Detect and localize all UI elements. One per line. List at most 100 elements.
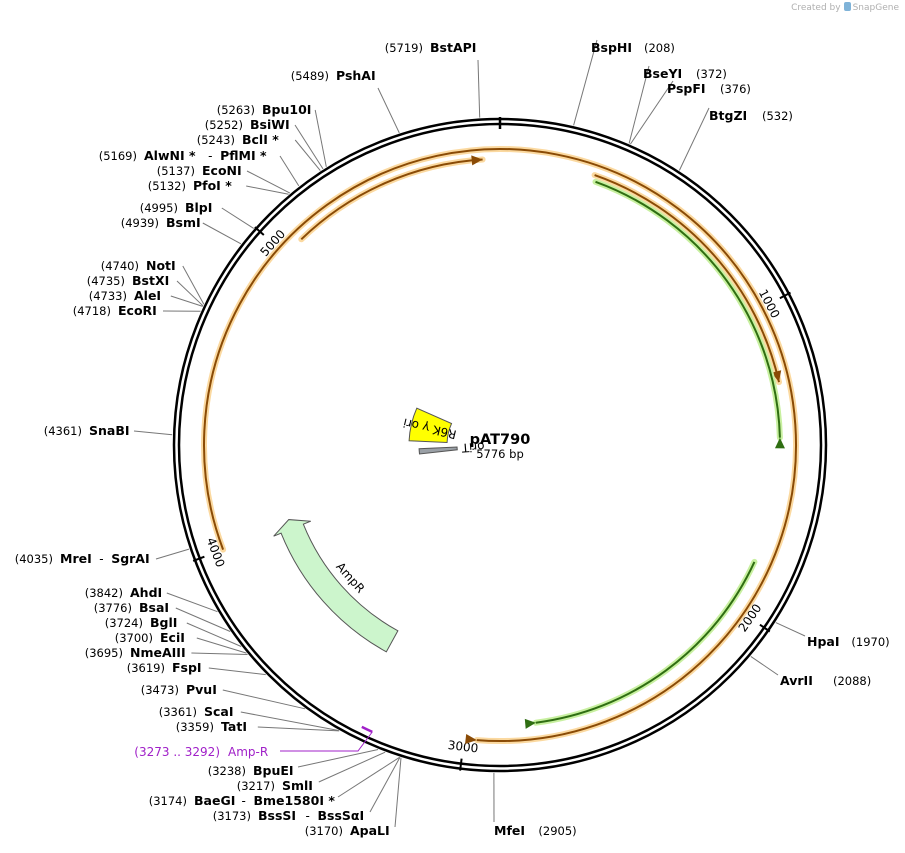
enzyme-leader-line <box>240 711 339 731</box>
enzyme-site: (3776) BsaI <box>94 600 231 632</box>
enzyme-leader-line <box>629 80 674 145</box>
enzyme-leader-line <box>775 622 806 637</box>
enzyme-name: BtgZI <box>709 108 747 123</box>
orf-arrows <box>201 146 799 744</box>
orf-halo <box>591 172 782 386</box>
enzyme-name: BsaI <box>139 600 169 615</box>
orf-arrow <box>535 561 756 724</box>
primers: (3273 .. 3292)Amp-R <box>134 725 373 759</box>
enzyme-position: (4733) <box>89 289 127 303</box>
enzyme-position: (4035) <box>15 552 53 566</box>
orf-arrowhead <box>471 155 483 166</box>
enzyme-name: TatI <box>221 719 247 734</box>
enzyme-name-secondary: PflMI * <box>220 148 267 163</box>
enzyme-name: BclI * <box>242 132 279 147</box>
enzyme-site: (5719)BstAPI <box>385 40 481 118</box>
credit-brand: SnapGene <box>852 3 899 13</box>
enzyme-site: (5132) PfoI * <box>148 178 289 195</box>
enzyme-position: (2905) <box>538 824 576 838</box>
enzyme-position: (4995) <box>140 201 178 215</box>
enzyme-leader-line <box>246 170 291 194</box>
enzyme-position: (5489) <box>291 69 329 83</box>
enzyme-site: (5243) BclI * <box>197 132 321 171</box>
orit-label: oriT <box>460 439 485 455</box>
enzyme-name: ScaI <box>204 704 234 719</box>
enzyme-site: (3359) TatI <box>176 719 340 734</box>
enzyme-site: HpaI(1970) <box>775 622 890 649</box>
scale-tick-label: 3000 <box>447 738 479 756</box>
enzyme-position: (5263) <box>217 103 255 117</box>
enzyme-position: (2088) <box>833 674 871 688</box>
enzyme-position: (4939) <box>121 216 159 230</box>
enzyme-position: (4735) <box>87 274 125 288</box>
enzyme-name: BsiWI <box>250 117 290 132</box>
enzyme-site: (4939) BsmI <box>121 215 242 245</box>
enzyme-leader-line <box>221 207 254 229</box>
enzyme-leader-line <box>186 622 242 647</box>
enzyme-position: (5252) <box>205 118 243 132</box>
enzyme-leader-line <box>208 667 266 676</box>
enzyme-position: (3361) <box>159 705 197 719</box>
enzyme-position: (3776) <box>94 601 132 615</box>
enzyme-position: (5132) <box>148 179 186 193</box>
enzyme-site: (3170)ApaLI <box>305 757 402 838</box>
enzyme-position: (4361) <box>44 424 82 438</box>
enzyme-position: (5169) <box>99 149 137 163</box>
enzyme-separator: - <box>99 552 103 566</box>
enzyme-separator: - <box>242 794 246 808</box>
enzyme-position: (3359) <box>176 720 214 734</box>
r6k-ori-feature <box>408 407 453 444</box>
enzyme-site: (4995) BlpI <box>140 200 254 229</box>
enzyme-leader-line <box>257 726 340 732</box>
scale-tick <box>759 623 771 633</box>
enzyme-name: BspHI <box>591 40 632 55</box>
enzyme-position: (5719) <box>385 41 423 55</box>
restriction-sites: (5719)BstAPI(5489)PshAI(5263)Bpu10I(5252… <box>15 39 890 838</box>
enzyme-name: BaeGI <box>194 793 235 808</box>
enzyme-position: (376) <box>720 82 751 96</box>
enzyme-site: (3361) ScaI <box>159 704 339 731</box>
enzyme-site: (3174)BaeGI-Bme1580I * <box>149 756 400 808</box>
scale-tick <box>254 226 265 236</box>
enzyme-leader-line <box>750 655 779 676</box>
enzyme-name: AvrII <box>780 673 813 688</box>
enzyme-site: (4361)SnaBI <box>44 423 173 438</box>
enzyme-name: BlpI <box>185 200 212 215</box>
enzyme-site: AvrII (2088) <box>750 655 871 688</box>
enzyme-site: (5263)Bpu10I <box>217 102 327 167</box>
enzyme-site: (4035)MreI-SgrAI <box>15 548 190 566</box>
enzyme-position: (5243) <box>197 133 235 147</box>
enzyme-name: ApaLI <box>350 823 390 838</box>
scale-tick <box>459 758 463 771</box>
enzyme-name-secondary: Bme1580I * <box>254 793 336 808</box>
orf-arrowhead <box>774 437 785 449</box>
enzyme-separator: - <box>306 809 310 823</box>
enzyme-site: MfeI(2905) <box>493 772 577 838</box>
enzyme-name: BseYI <box>643 66 682 81</box>
enzyme-name: BstXI <box>132 273 169 288</box>
enzyme-leader-line <box>182 265 205 305</box>
orf-arrow <box>594 174 780 383</box>
orf-arrow <box>203 148 797 742</box>
enzyme-name: EciI <box>160 630 185 645</box>
enzyme-name: BsmI <box>166 215 201 230</box>
enzyme-name: HpaI <box>807 634 840 649</box>
enzyme-leader-line <box>196 637 247 654</box>
enzyme-position: (3217) <box>237 779 275 793</box>
enzyme-name: MreI <box>60 551 92 566</box>
enzyme-leader-line <box>170 295 203 307</box>
primer-name: Amp-R <box>228 745 268 759</box>
enzyme-site: (5137)EcoNI <box>157 163 291 194</box>
plasmid-size: 5776 bp <box>476 447 524 461</box>
enzyme-leader-line <box>294 124 324 170</box>
enzyme-name: PfoI * <box>193 178 232 193</box>
enzyme-name: SmlI <box>282 778 313 793</box>
enzyme-leader-line <box>628 65 650 144</box>
primer-arc <box>361 725 373 734</box>
enzyme-position: (3842) <box>85 586 123 600</box>
plasmid-name: pAT790 <box>470 432 531 448</box>
enzyme-name: PvuI <box>186 682 217 697</box>
enzyme-position: (5137) <box>157 164 195 178</box>
